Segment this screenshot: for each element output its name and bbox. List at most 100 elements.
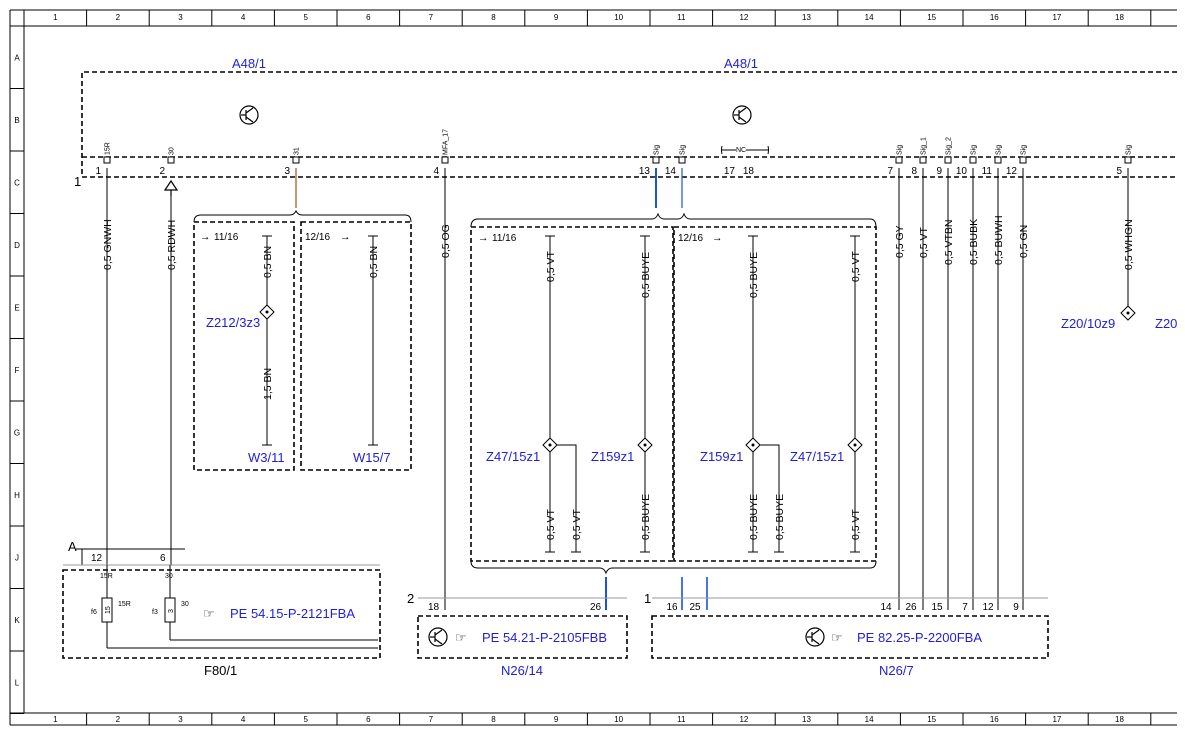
grid-column-label: 16 — [990, 715, 999, 724]
grid-column-label: 12 — [739, 715, 748, 724]
pin-number: 10 — [956, 166, 968, 177]
wire-label-rdwh: 0,5 RDWH — [166, 220, 178, 270]
fuse-f3-sig: 30 — [181, 601, 189, 608]
wire-label-buwh: 0,5 BUWH — [993, 215, 1005, 265]
wire-label-vt-5: 0,5 VT — [850, 508, 862, 540]
group-mid-box-a — [470, 226, 674, 562]
pin-socket-icon — [167, 156, 175, 164]
n26-7-pin-number: 9 — [1013, 602, 1019, 613]
pin-socket-icon — [292, 156, 300, 164]
pin-signal-label: Sig — [996, 145, 1003, 155]
pe-reference-f80: PE 54.15-P-2121FBA — [230, 606, 355, 621]
grid-column-label: 6 — [366, 715, 371, 724]
grid-column-label: 18 — [1115, 715, 1124, 724]
pin-signal-label: 15R — [105, 142, 112, 155]
pin-signal-label: Sig — [1021, 145, 1028, 155]
splice-z20: Z20/10z9 — [1061, 316, 1115, 331]
pin-number: 1 — [95, 166, 101, 177]
pin-number: 9 — [936, 166, 942, 177]
n26-14-pin-a: 18 — [428, 602, 440, 613]
pin-socket-icon — [969, 156, 977, 164]
grid-column-label: 3 — [178, 13, 183, 22]
module-label-right: A48/1 — [724, 56, 758, 71]
group-mid-box-b — [673, 226, 877, 562]
wire-label-vtbn: 0,5 VTBN — [943, 219, 955, 265]
group-left-box-b — [300, 221, 412, 471]
pe-reference-n26-14: PE 54.21-P-2105FBB — [482, 630, 607, 645]
ground-arrow-icon — [163, 179, 179, 196]
grid-column-label: 15 — [927, 13, 936, 22]
wire-label-vt: 0,5 VT — [918, 226, 930, 258]
pin-number: 12 — [1006, 166, 1018, 177]
grid-row-label: J — [15, 553, 19, 562]
grid-row-label: B — [14, 116, 19, 125]
pin-signal-label: MFA_17 — [443, 129, 450, 155]
grid-column-label: 5 — [303, 715, 308, 724]
pin-number: 18 — [743, 166, 755, 177]
pin-socket-icon — [103, 156, 111, 164]
splice-z47-a: Z47/15z1 — [486, 449, 540, 464]
pin-number: 7 — [887, 166, 893, 177]
grid-column-label: 10 — [614, 715, 623, 724]
pin-signal-label: Sig_2 — [946, 137, 953, 155]
hand-pointer-icon: ☞ — [203, 606, 215, 621]
grid-column-label: 17 — [1052, 13, 1061, 22]
module-label-left: A48/1 — [232, 56, 266, 71]
module-a48-box — [81, 71, 1177, 178]
grid-row-label: E — [14, 303, 19, 312]
ref-1116-mid: 11/16 — [492, 233, 517, 244]
pin-socket-icon — [1019, 156, 1027, 164]
grid-column-label: 10 — [614, 13, 623, 22]
hand-pointer-icon: ☞ — [831, 630, 843, 645]
wire-label-bn: 0,5 BN — [262, 246, 274, 278]
wire-label-og: 0,5 OG — [440, 224, 452, 258]
pin-signal-label: 31 — [294, 147, 301, 155]
grid-column-label: 1 — [53, 715, 58, 724]
pin-socket-icon — [1124, 156, 1132, 164]
pin-number: 14 — [665, 166, 677, 177]
nc-bracket — [721, 145, 769, 155]
n26-7-pin-number: 7 — [962, 602, 968, 613]
ref-arrow-icon: → — [200, 231, 211, 243]
grid-column-label: 2 — [116, 715, 121, 724]
transistor-icon — [732, 105, 752, 125]
n26-7-pin-number: 14 — [880, 602, 892, 613]
pin-socket-icon — [652, 156, 660, 164]
n26-7-marker: 1 — [644, 591, 651, 606]
grid-column-label: 6 — [366, 13, 371, 22]
pin-socket-icon — [678, 156, 686, 164]
pin-socket-icon — [919, 156, 927, 164]
fuse-sig-30: 30 — [165, 573, 173, 580]
splice-dot-icon — [548, 311, 1130, 447]
splice-dot-icon — [265, 310, 269, 314]
grid-column-label: 8 — [491, 13, 496, 22]
wire-label-buye-4: 0,5 BUYE — [748, 494, 760, 540]
pin-signal-label: Sig — [897, 145, 904, 155]
grid-column-label: 11 — [677, 13, 686, 22]
wire-label-bn15: 1,5 BN — [262, 368, 274, 400]
border-frame — [9, 9, 1177, 726]
fuse-f3-label: f3 — [152, 609, 158, 616]
group-mid-bottom-bracket — [470, 560, 877, 575]
grid-row-label: C — [14, 178, 20, 187]
wire-label-buye-2: 0,5 BUYE — [748, 252, 760, 298]
transistor-icon — [805, 627, 825, 647]
n26-14-pin-b: 26 — [590, 602, 602, 613]
pin-signal-label: Sig — [680, 145, 687, 155]
n26-14-marker: 2 — [407, 591, 414, 606]
pin-signal-label: NC — [736, 147, 746, 154]
bn-wires — [262, 235, 378, 446]
grid-column-label: 16 — [990, 13, 999, 22]
grid-column-label: 12 — [739, 13, 748, 22]
fuse-f6-value: 15 — [105, 606, 112, 614]
fuse-pin-6: 6 — [160, 553, 166, 564]
pin-signal-label: Sig — [654, 145, 661, 155]
pin-number: 2 — [159, 166, 165, 177]
wire-label-vt-3: 0,5 VT — [545, 508, 557, 540]
wire-label-whgn: 0,5 WHGN — [1123, 219, 1135, 270]
splice-z159-b: Z159z1 — [700, 449, 743, 464]
pin-socket-icon — [944, 156, 952, 164]
